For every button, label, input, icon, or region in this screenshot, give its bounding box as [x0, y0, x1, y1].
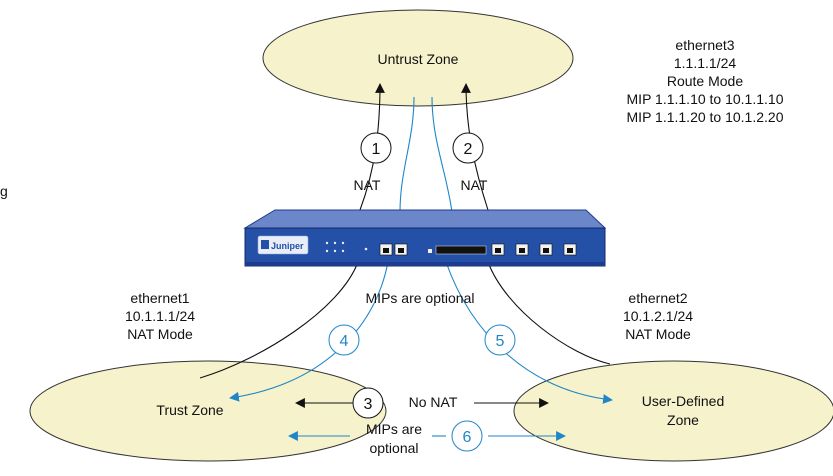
port-icon — [539, 243, 553, 256]
ethernet3-label: ethernet3 1.1.1.1/24 Route Mode MIP 1.1.… — [627, 37, 784, 125]
flow-1: 1 — [360, 132, 392, 164]
ethernet2-label: ethernet2 10.1.2.1/24 NAT Mode — [623, 290, 693, 342]
port-icon — [515, 243, 529, 256]
svg-text:5: 5 — [496, 333, 505, 350]
flow-2: 2 — [452, 132, 484, 164]
svg-text:1.1.1.1/24: 1.1.1.1/24 — [674, 55, 736, 71]
optional-label: optional — [369, 440, 418, 456]
svg-text:NAT Mode: NAT Mode — [625, 326, 691, 342]
port-icon — [394, 243, 408, 256]
juniper-logo-icon — [261, 240, 269, 249]
trust-zone-label: Trust Zone — [156, 402, 223, 418]
untrust-zone-ellipse — [262, 9, 574, 107]
flow-4: 4 — [328, 324, 360, 356]
ethernet1-label: ethernet1 10.1.1.1/24 NAT Mode — [125, 290, 195, 342]
flow-6: 6 — [451, 420, 483, 452]
svg-text:NAT Mode: NAT Mode — [127, 326, 193, 342]
cropped-text-fragment: g — [0, 183, 8, 199]
user-defined-zone-label-2: Zone — [667, 412, 699, 428]
svg-text:6: 6 — [463, 429, 472, 446]
svg-text:ethernet1: ethernet1 — [130, 290, 189, 306]
svg-text:ethernet3: ethernet3 — [675, 37, 734, 53]
svg-text:10.1.2.1/24: 10.1.2.1/24 — [623, 308, 693, 324]
port-icon — [379, 243, 393, 256]
nat-label-1: NAT — [354, 177, 381, 193]
svg-text:Route Mode: Route Mode — [667, 73, 743, 89]
no-nat-label: No NAT — [409, 394, 458, 410]
svg-text:MIP 1.1.1.20 to 10.1.2.20: MIP 1.1.1.20 to 10.1.2.20 — [627, 109, 784, 125]
port-icon — [563, 243, 577, 256]
mips-are-label: MIPs are — [366, 421, 422, 437]
mip-line-upper-right — [431, 96, 453, 213]
user-defined-zone-label-1: User-Defined — [642, 393, 724, 409]
ethernet2-line — [487, 261, 611, 365]
device-brand: Juniper — [271, 241, 304, 251]
flow-5: 5 — [484, 324, 516, 356]
port-icon — [491, 243, 505, 256]
svg-text:2: 2 — [464, 141, 473, 158]
svg-text:MIP 1.1.1.10 to 10.1.1.10: MIP 1.1.1.10 to 10.1.1.10 — [627, 91, 784, 107]
svg-text:4: 4 — [340, 333, 349, 350]
nat-label-2: NAT — [461, 177, 488, 193]
svg-text:1: 1 — [372, 141, 381, 158]
security-device: Juniper — [243, 209, 607, 267]
console-slot-icon — [435, 245, 487, 255]
user-defined-zone-ellipse — [513, 360, 833, 462]
mip-line-upper-left — [399, 96, 415, 213]
svg-text:ethernet2: ethernet2 — [628, 290, 687, 306]
svg-text:3: 3 — [364, 396, 373, 413]
ethernet1-line — [199, 261, 359, 379]
untrust-zone-label: Untrust Zone — [378, 51, 459, 67]
svg-text:10.1.1.1/24: 10.1.1.1/24 — [125, 308, 195, 324]
mips-optional-label: MIPs are optional — [366, 290, 475, 306]
flow-3: 3 — [352, 387, 384, 419]
